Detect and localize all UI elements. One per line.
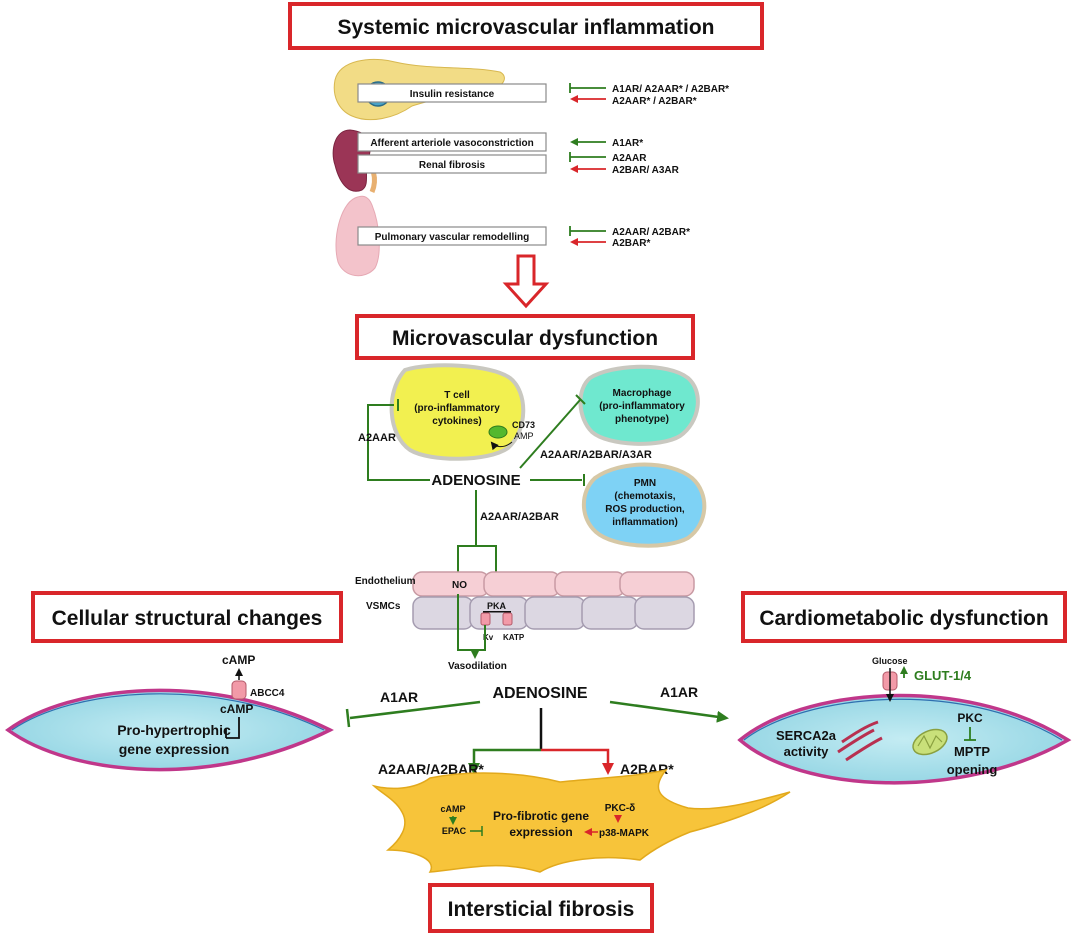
rec-a1-right: A1AR	[660, 684, 698, 700]
mitochondrion-icon	[912, 728, 948, 756]
rec-ins-inhibit: A1AR/ A2AAR* / A2BAR*	[612, 84, 729, 95]
katp-channel-icon	[502, 612, 513, 626]
title-microvascular: Microvascular dysfunction	[392, 327, 658, 350]
rec-pulm-inhibit: A2AAR/ A2BAR*	[612, 227, 690, 238]
cardiomyocyte-right: Glucose GLUT-1/4 SERCA2a activity PKC MP…	[737, 656, 1072, 785]
svg-text:PKC: PKC	[957, 711, 983, 725]
label-renal: Renal fibrosis	[419, 160, 486, 171]
kv-channel-icon	[480, 612, 491, 626]
svg-text:AMP: AMP	[514, 431, 534, 441]
svg-text:ABCC4: ABCC4	[250, 688, 285, 699]
svg-text:MPTP: MPTP	[954, 744, 990, 759]
endothelium	[412, 571, 695, 597]
label-pulmonary: Pulmonary vascular remodelling	[375, 232, 530, 243]
cd73-icon	[488, 425, 508, 439]
svg-text:EPAC: EPAC	[442, 826, 467, 836]
svg-text:cytokines): cytokines)	[432, 416, 481, 427]
svg-text:Macrophage: Macrophage	[613, 388, 672, 399]
title-microvascular-box: Microvascular dysfunction	[355, 314, 695, 360]
fibroblast: cAMP EPAC Pro-fibrotic gene expression P…	[371, 768, 791, 873]
svg-text:PKC-δ: PKC-δ	[605, 803, 636, 814]
svg-text:Kv: Kv	[483, 633, 494, 642]
svg-text:inflammation): inflammation)	[612, 517, 678, 528]
svg-text:KATP: KATP	[503, 633, 525, 642]
svg-text:Pro-hypertrophic: Pro-hypertrophic	[117, 722, 231, 738]
svg-text:gene expression: gene expression	[119, 741, 230, 757]
svg-text:expression: expression	[509, 825, 572, 839]
rec-a2a-a2b-star: A2AAR/A2BAR*	[378, 761, 484, 777]
adenosine-bottom: ADENOSINE	[492, 685, 587, 702]
svg-text:cAMP: cAMP	[220, 702, 253, 716]
svg-text:phenotype): phenotype)	[615, 414, 669, 425]
title-cellular-box: Cellular structural changes	[31, 591, 343, 643]
label-insulin: Insulin resistance	[410, 89, 495, 100]
down-arrow-icon	[502, 254, 550, 309]
title-cardiometabolic: Cardiometabolic dysfunction	[759, 607, 1048, 630]
label-pka: PKA	[487, 601, 507, 611]
title-systemic: Systemic microvascular inflammation	[338, 16, 715, 39]
label-no: NO	[452, 580, 467, 591]
svg-text:activity: activity	[784, 744, 830, 759]
abcc4-icon	[231, 680, 247, 700]
rec-pulm-promote: A2BAR*	[612, 238, 650, 249]
svg-text:CD73: CD73	[512, 420, 535, 430]
title-fibrosis: Intersticial fibrosis	[448, 898, 635, 921]
svg-text:Pro-fibrotic gene: Pro-fibrotic gene	[493, 809, 589, 823]
svg-text:(pro-inflammatory: (pro-inflammatory	[414, 403, 500, 414]
label-endothelium: Endothelium	[355, 576, 416, 587]
label-vasodilation: Vasodilation	[448, 661, 507, 672]
rec-renal-inhibit: A2AAR	[612, 153, 647, 164]
rec-ins-promote: A2AAR* / A2BAR*	[612, 96, 697, 107]
vsmcs	[412, 596, 695, 630]
svg-text:cAMP: cAMP	[440, 804, 465, 814]
pmn: PMN (chemotaxis, ROS production, inflamm…	[581, 462, 707, 548]
svg-text:(pro-inflammatory: (pro-inflammatory	[599, 401, 685, 412]
title-cellular: Cellular structural changes	[52, 607, 323, 630]
title-systemic-box: Systemic microvascular inflammation	[288, 2, 764, 50]
rec-a1-left: A1AR	[380, 689, 418, 705]
adenosine-mid: ADENOSINE	[431, 472, 520, 489]
title-cardiometabolic-box: Cardiometabolic dysfunction	[741, 591, 1067, 643]
svg-text:GLUT-1/4: GLUT-1/4	[914, 668, 972, 683]
label-vsmcs: VSMCs	[366, 601, 401, 612]
svg-text:cAMP: cAMP	[222, 653, 255, 667]
svg-text:opening: opening	[947, 762, 998, 777]
svg-text:ROS production,: ROS production,	[605, 504, 685, 515]
rec-aff-promote: A1AR*	[612, 138, 643, 149]
cardiomyocyte-left: cAMP ABCC4 cAMP Pro-hypertrophic gene ex…	[5, 653, 334, 772]
svg-text:SERCA2a: SERCA2a	[776, 728, 837, 743]
svg-text:p38-MAPK: p38-MAPK	[599, 828, 650, 839]
rec-a2a-tcell: A2AAR	[358, 432, 396, 444]
sarcoplasmic-reticulum-icon	[837, 720, 883, 762]
rec-renal-promote: A2BAR/ A3AR	[612, 165, 680, 176]
svg-text:T cell: T cell	[444, 390, 470, 401]
label-afferent: Afferent arteriole vasoconstriction	[370, 138, 533, 149]
svg-text:PMN: PMN	[634, 478, 656, 489]
title-fibrosis-box: Intersticial fibrosis	[428, 883, 654, 933]
rec-a2a-a2b-a3: A2AAR/A2BAR/A3AR	[540, 449, 652, 461]
svg-text:(chemotaxis,: (chemotaxis,	[614, 491, 675, 502]
tcell: T cell (pro-inflammatory cytokines) CD73…	[389, 363, 535, 461]
macrophage: Macrophage (pro-inflammatory phenotype)	[578, 364, 700, 446]
svg-text:Glucose: Glucose	[872, 656, 908, 666]
rec-a2a-a2b-vessel: A2AAR/A2BAR	[480, 511, 559, 523]
